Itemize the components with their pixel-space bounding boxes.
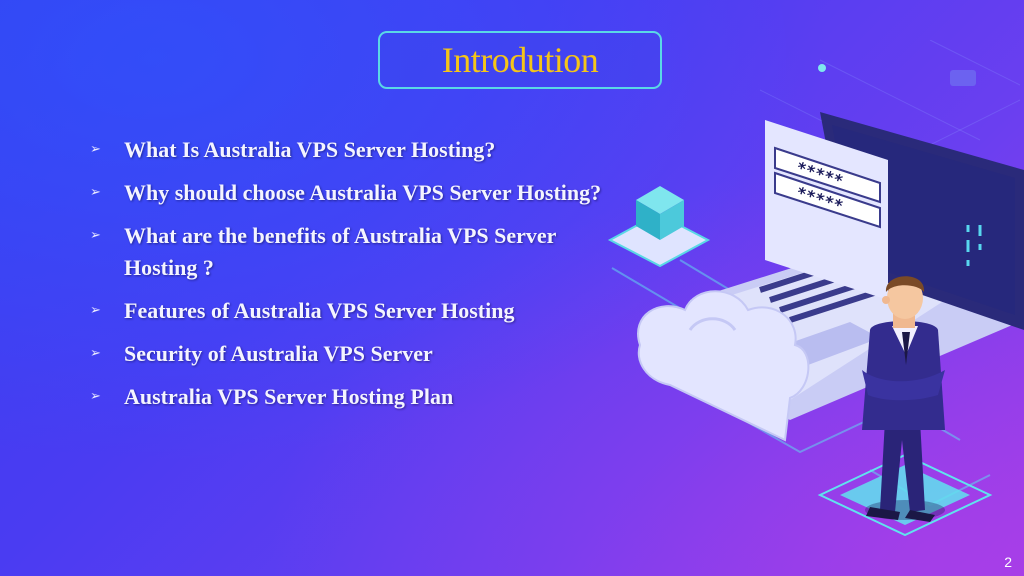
bullet-item: ➢ What are the benefits of Australia VPS… [90, 220, 650, 284]
arrow-bullet-icon: ➢ [90, 228, 101, 243]
chat-bubble-icon [950, 70, 976, 86]
bullet-item: ➢ Why should choose Australia VPS Server… [90, 177, 650, 209]
cloud-icon [637, 290, 810, 442]
glow-dot [818, 64, 826, 72]
server-hosting-illustration: ***** ***** [607, 40, 1024, 537]
cube-icon [607, 186, 711, 268]
bullet-text: What are the benefits of Australia VPS S… [124, 223, 557, 280]
slide-title: Introdution [441, 40, 599, 80]
bullet-list: ➢ What Is Australia VPS Server Hosting? … [90, 134, 650, 424]
bullet-text: Australia VPS Server Hosting Plan [124, 384, 454, 409]
arrow-bullet-icon: ➢ [90, 346, 101, 361]
bullet-item: ➢ Australia VPS Server Hosting Plan [90, 381, 650, 413]
arrow-bullet-icon: ➢ [90, 389, 101, 404]
arrow-bullet-icon: ➢ [90, 185, 101, 200]
bullet-item: ➢ Security of Australia VPS Server [90, 338, 650, 370]
arrow-bullet-icon: ➢ [90, 303, 101, 318]
bullet-text: Security of Australia VPS Server [124, 341, 433, 366]
arrow-bullet-icon: ➢ [90, 142, 101, 157]
bullet-text: Why should choose Australia VPS Server H… [124, 180, 602, 205]
title-box: Introdution [378, 31, 662, 89]
page-number: 2 [1004, 554, 1012, 570]
bullet-text: Features of Australia VPS Server Hosting [124, 298, 515, 323]
bullet-item: ➢ What Is Australia VPS Server Hosting? [90, 134, 650, 166]
login-panel: ***** ***** [765, 120, 888, 300]
bullet-item: ➢ Features of Australia VPS Server Hosti… [90, 295, 650, 327]
bullet-text: What Is Australia VPS Server Hosting? [124, 137, 496, 162]
businessman-figure [862, 276, 945, 522]
